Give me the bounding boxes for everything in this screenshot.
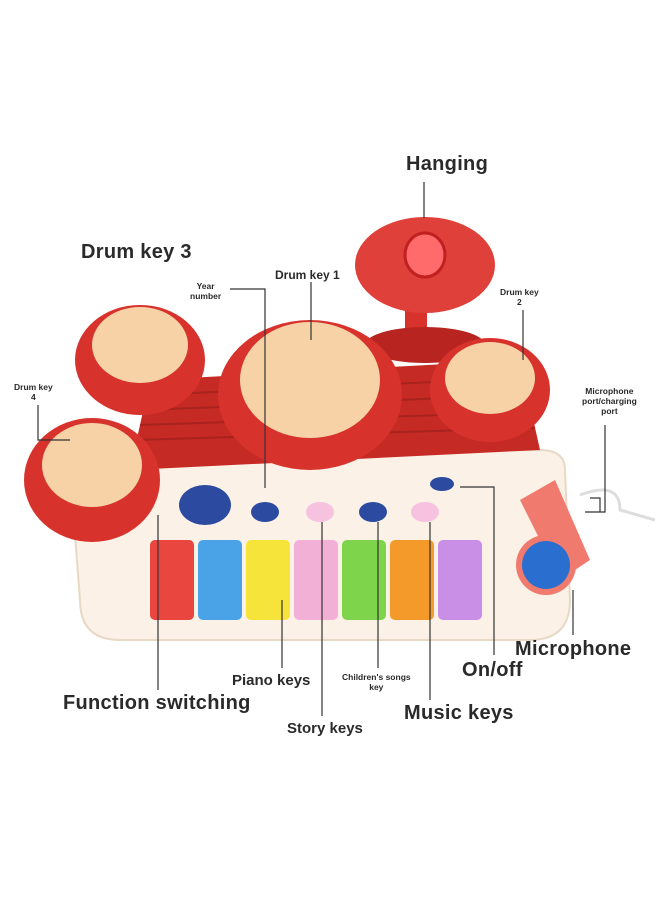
childrens-songs-button[interactable]	[359, 502, 387, 522]
power-switch[interactable]	[430, 477, 454, 491]
microphone-grille[interactable]	[522, 541, 570, 589]
drum-2-skin	[445, 342, 535, 414]
label-story-keys: Story keys	[287, 720, 363, 737]
drum-4-skin	[42, 423, 142, 507]
drum-3-skin	[92, 307, 188, 383]
label-year-number: Year number	[190, 281, 222, 301]
piano-key-7[interactable]	[438, 540, 482, 620]
label-on-off: On/off	[462, 659, 523, 681]
microphone-cord	[579, 488, 656, 522]
year-number-button[interactable]	[251, 502, 279, 522]
label-drum-key-2: Drum key 2	[500, 287, 539, 307]
label-childrens-songs-key: Children's songs key	[342, 672, 411, 692]
label-microphone-port: Microphone port/charging port	[582, 386, 637, 416]
label-drum-key-1: Drum key 1	[275, 268, 340, 282]
label-hanging: Hanging	[406, 153, 489, 175]
label-piano-keys: Piano keys	[232, 672, 311, 689]
drum-1-skin	[240, 322, 380, 438]
cymbal-light	[403, 231, 447, 279]
music-button[interactable]	[411, 502, 439, 522]
piano-key-6[interactable]	[390, 540, 434, 620]
piano-key-1[interactable]	[150, 540, 194, 620]
label-drum-key-3: Drum key 3	[81, 241, 192, 263]
story-button[interactable]	[306, 502, 334, 522]
piano-key-2[interactable]	[198, 540, 242, 620]
function-switch-button[interactable]	[179, 485, 231, 525]
label-drum-key-4: Drum key 4	[14, 382, 53, 402]
label-microphone: Microphone	[515, 638, 632, 660]
leader-lines	[37, 182, 606, 716]
piano-key-4[interactable]	[294, 540, 338, 620]
label-function-switching: Function switching	[63, 692, 251, 714]
label-music-keys: Music keys	[404, 702, 514, 724]
piano-key-3[interactable]	[246, 540, 290, 620]
piano-key-5[interactable]	[342, 540, 386, 620]
